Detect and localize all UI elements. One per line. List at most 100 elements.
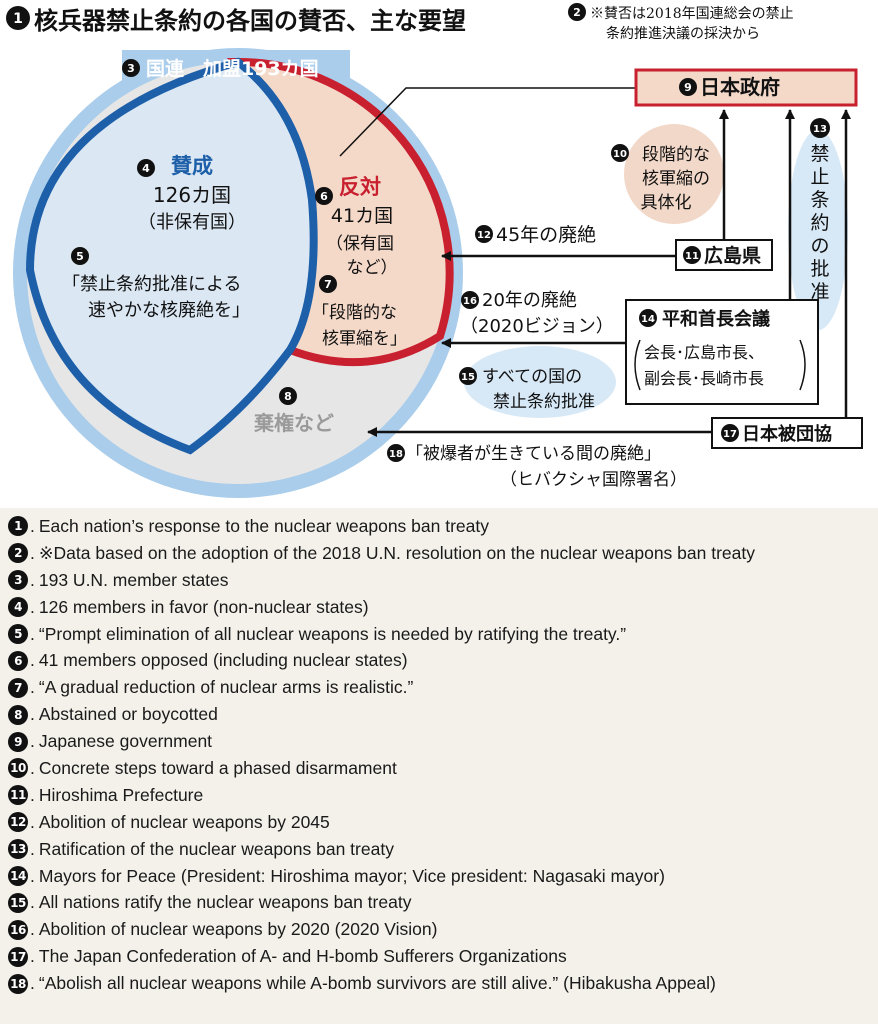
ratify-char: 約 [810,212,829,234]
phased-bubble [624,124,724,224]
oppose-sub-1: （保有国 [326,234,394,254]
vision2020-line-1: 20年の廃絶 [482,290,577,311]
legend-text: Ratification of the nuclear weapons ban … [38,838,394,859]
legend-number-badge: 14 [8,866,28,887]
legend-number-badge: 15 [8,892,28,913]
nuclear-ban-diagram: 1 核兵器禁止条約の各国の賛否、主な要望 2 ※賛否は2018年国連総会の禁止 … [6,3,863,498]
favor-sub: （非保有国） [138,212,246,233]
legend-item: 7.“A gradual reduction of nuclear arms i… [8,674,878,701]
legend-text: Abolition of nuclear weapons by 2045 [38,811,330,832]
phased-line-3: 具体化 [641,193,692,213]
legend-number-badge: 18 [8,973,28,994]
legend-number-dot: . [30,704,35,725]
all-nations-bubble [464,346,616,418]
legend-text: 193 U.N. member states [38,569,229,590]
legend-item: 11.Hiroshima Prefecture [8,782,878,809]
mayors-sub-1: 会長･広島市長、 [644,343,764,362]
un-number: 3 [127,62,135,75]
ratify-char: 禁 [810,143,829,165]
mayors-sub-right-paren [799,339,806,391]
hiroshima-number-badge [683,246,701,264]
legend-text: Hiroshima Prefecture [38,784,204,805]
title-number-badge [6,6,30,30]
legend-text: “Abolish all nuclear weapons while A-bom… [38,973,716,994]
phased-line-2: 核軍縮の [642,169,710,189]
legend-item: 4.126 members in favor (non-nuclear stat… [8,594,878,621]
ratify-bubble [788,130,848,330]
ratify-number-badge [810,118,830,138]
legend-text: Japanese government [38,731,213,752]
vision2020-number-badge [461,291,479,309]
phased-line-1: 段階的な [642,145,710,165]
page-title: 核兵器禁止条約の各国の賛否、主な要望 [34,7,466,35]
oppose-number-badge [315,187,333,205]
legend-item: 6.41 members opposed (including nuclear … [8,647,878,674]
mayors-box [625,299,819,405]
mayors-sub-2: 副会長･長崎市長 [644,369,764,388]
legend-item: 9.Japanese government [8,728,878,755]
hibakusha-line-1: 「被爆者が生きている間の廃絶」 [406,444,661,464]
legend-text: 126 members in favor (non-nuclear states… [38,596,369,617]
legend-number-badge: 1 [8,516,28,537]
ratify-char: 批 [810,258,829,280]
oppose-number: 6 [320,190,328,203]
un-number-badge [122,59,140,77]
legend-number-dot: . [30,811,35,832]
legend-number-dot: . [30,838,35,859]
legend-number-dot: . [30,731,35,752]
legend-number-badge: 6 [8,650,28,671]
mayors-number-badge [639,309,657,327]
phased-number-badge [611,144,629,162]
legend-number-badge: 7 [8,677,28,698]
note-number: 2 [573,6,581,19]
legend-text: All nations ratify the nuclear weapons b… [38,892,412,913]
legend-number-dot: . [30,623,35,644]
ratify-number: 13 [813,124,827,135]
hidankyo-number-badge [721,424,739,442]
title-number: 1 [13,11,23,27]
japan-gov-number-badge [679,78,697,96]
favor-quote-line-1: 「禁止条約批准による [62,274,241,295]
legend-number-badge: 16 [8,919,28,940]
legend-number-badge: 11 [8,785,28,806]
legend-text: Each nation’s response to the nuclear we… [38,515,489,536]
vision2020-number: 16 [463,296,477,307]
mayors-label: 平和首長会議 [662,308,770,330]
japan-gov-box [634,68,858,107]
legend-number-badge: 4 [8,597,28,618]
legend-item: 17.The Japan Confederation of A- and H-b… [8,943,878,970]
oppose-quote-line-1: 「段階的な [312,303,397,323]
legend-item: 14.Mayors for Peace (President: Hiroshim… [8,863,878,890]
favor-count: 126カ国 [153,183,231,207]
oppose-title: 反対 [339,175,381,199]
legend-number-badge: 5 [8,624,28,644]
japan-gov-label: 日本政府 [700,75,780,99]
legend-number-dot: . [30,757,35,778]
legend-number-badge: 12 [8,812,28,833]
legend-text: The Japan Confederation of A- and H-bomb… [38,946,567,967]
legend-number-badge: 17 [8,946,28,967]
legend-text: “A gradual reduction of nuclear arms is … [38,677,414,698]
hidankyo-number: 17 [723,429,737,440]
oppose-sub-2: など） [347,258,398,278]
all-nations-number: 15 [461,372,475,383]
legend-number-dot: . [30,569,35,590]
english-legend: 1. Each nation’s response to the nuclear … [0,508,878,1024]
abstain-number-badge [279,387,297,405]
mayors-number: 14 [641,314,655,325]
legend-number-badge: 2 [8,543,28,564]
legend-text: “Prompt elimination of all nuclear weapo… [38,623,627,644]
legend-text: Abolition of nuclear weapons by 2020 (20… [38,919,438,940]
favor-quote-number-badge [71,247,89,265]
hibakusha-number-badge [387,444,405,462]
legend-item: 3.193 U.N. member states [8,567,878,594]
legend-item: 13.Ratification of the nuclear weapons b… [8,836,878,863]
ratify-char: 条 [810,189,829,211]
mayors-sub-left-paren [634,339,641,391]
legend-item: 1.Each nation’s response to the nuclear … [8,513,878,540]
legend-item: 15.All nations ratify the nuclear weapon… [8,889,878,916]
legend-number-badge: 13 [8,839,28,860]
abolition2045-label: 45年の廃絶 [496,224,596,246]
ratify-char: の [810,235,829,257]
legend-number-dot: . [30,919,35,940]
